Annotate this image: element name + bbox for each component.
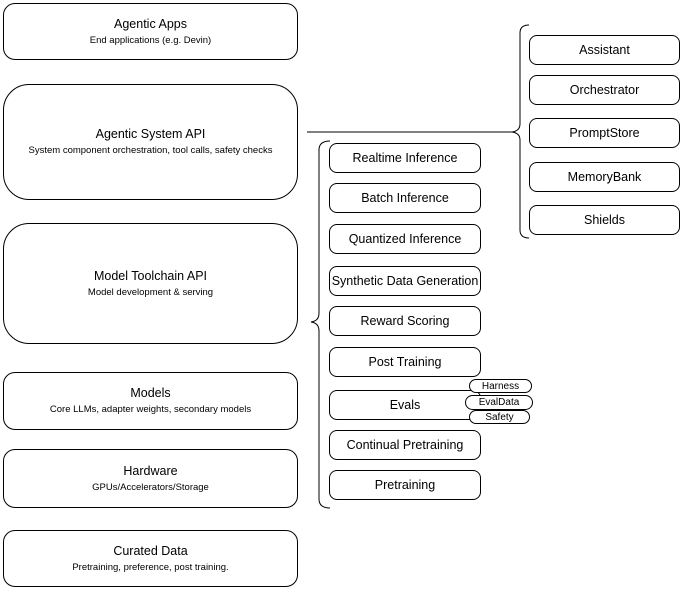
- node-reward-scoring: Reward Scoring: [329, 306, 481, 336]
- node-title: Model Toolchain API: [93, 268, 208, 283]
- node-label: Pretraining: [374, 478, 436, 492]
- node-label: Orchestrator: [569, 83, 640, 97]
- node-label: Post Training: [368, 355, 442, 369]
- node-subtitle: End applications (e.g. Devin): [89, 34, 212, 46]
- pill-label: EvalData: [478, 397, 520, 408]
- node-label: Assistant: [579, 43, 630, 57]
- node-curated-data: Curated Data Pretraining, preference, po…: [3, 530, 298, 587]
- node-label: Reward Scoring: [360, 314, 450, 328]
- node-promptstore: PromptStore: [529, 118, 680, 148]
- toolchain-brace: [310, 140, 331, 509]
- node-label: MemoryBank: [567, 170, 642, 184]
- node-subtitle: GPUs/Accelerators/Storage: [92, 481, 209, 493]
- node-label: Shields: [584, 213, 625, 227]
- node-label: Batch Inference: [361, 191, 449, 205]
- pill-label: Harness: [481, 380, 520, 392]
- node-title: Agentic Apps: [114, 16, 187, 31]
- node-synthetic-data-generation: Synthetic Data Generation: [329, 266, 481, 296]
- node-label: Realtime Inference: [352, 151, 458, 165]
- node-hardware: Hardware GPUs/Accelerators/Storage: [3, 449, 298, 508]
- node-post-training: Post Training: [329, 347, 481, 377]
- node-orchestrator: Orchestrator: [529, 75, 680, 105]
- node-subtitle: Model development & serving: [87, 286, 214, 298]
- node-evals: Evals: [329, 390, 481, 420]
- node-realtime-inference: Realtime Inference: [329, 143, 481, 173]
- node-models: Models Core LLMs, adapter weights, secon…: [3, 372, 298, 430]
- node-label: Evals: [389, 398, 421, 412]
- node-model-toolchain-api: Model Toolchain API Model development & …: [3, 223, 298, 344]
- node-title: Hardware: [123, 463, 178, 478]
- node-subtitle: Pretraining, preference, post training.: [72, 561, 229, 573]
- node-continual-pretraining: Continual Pretraining: [329, 430, 481, 460]
- system-components-brace: [511, 24, 530, 239]
- node-batch-inference: Batch Inference: [329, 183, 481, 213]
- node-agentic-system-api: Agentic System API System component orch…: [3, 84, 298, 200]
- node-memorybank: MemoryBank: [529, 162, 680, 192]
- node-shields: Shields: [529, 205, 680, 235]
- node-title: Models: [130, 386, 171, 401]
- node-subtitle: Core LLMs, adapter weights, secondary mo…: [49, 404, 252, 416]
- node-title: Curated Data: [113, 543, 188, 558]
- node-subtitle: System component orchestration, tool cal…: [28, 145, 273, 157]
- node-label: Continual Pretraining: [346, 438, 464, 452]
- node-label: PromptStore: [569, 126, 640, 140]
- node-evals-safety: Safety: [469, 410, 530, 424]
- node-evals-evaldata: EvalData: [465, 395, 533, 410]
- node-title: Agentic System API: [95, 127, 206, 142]
- node-agentic-apps: Agentic Apps End applications (e.g. Devi…: [3, 3, 298, 60]
- node-label: Quantized Inference: [348, 232, 462, 246]
- node-label: Synthetic Data Generation: [331, 274, 479, 288]
- node-evals-harness: Harness: [469, 379, 532, 393]
- node-pretraining: Pretraining: [329, 470, 481, 500]
- node-assistant: Assistant: [529, 35, 680, 65]
- pill-label: Safety: [485, 411, 514, 423]
- node-quantized-inference: Quantized Inference: [329, 224, 481, 254]
